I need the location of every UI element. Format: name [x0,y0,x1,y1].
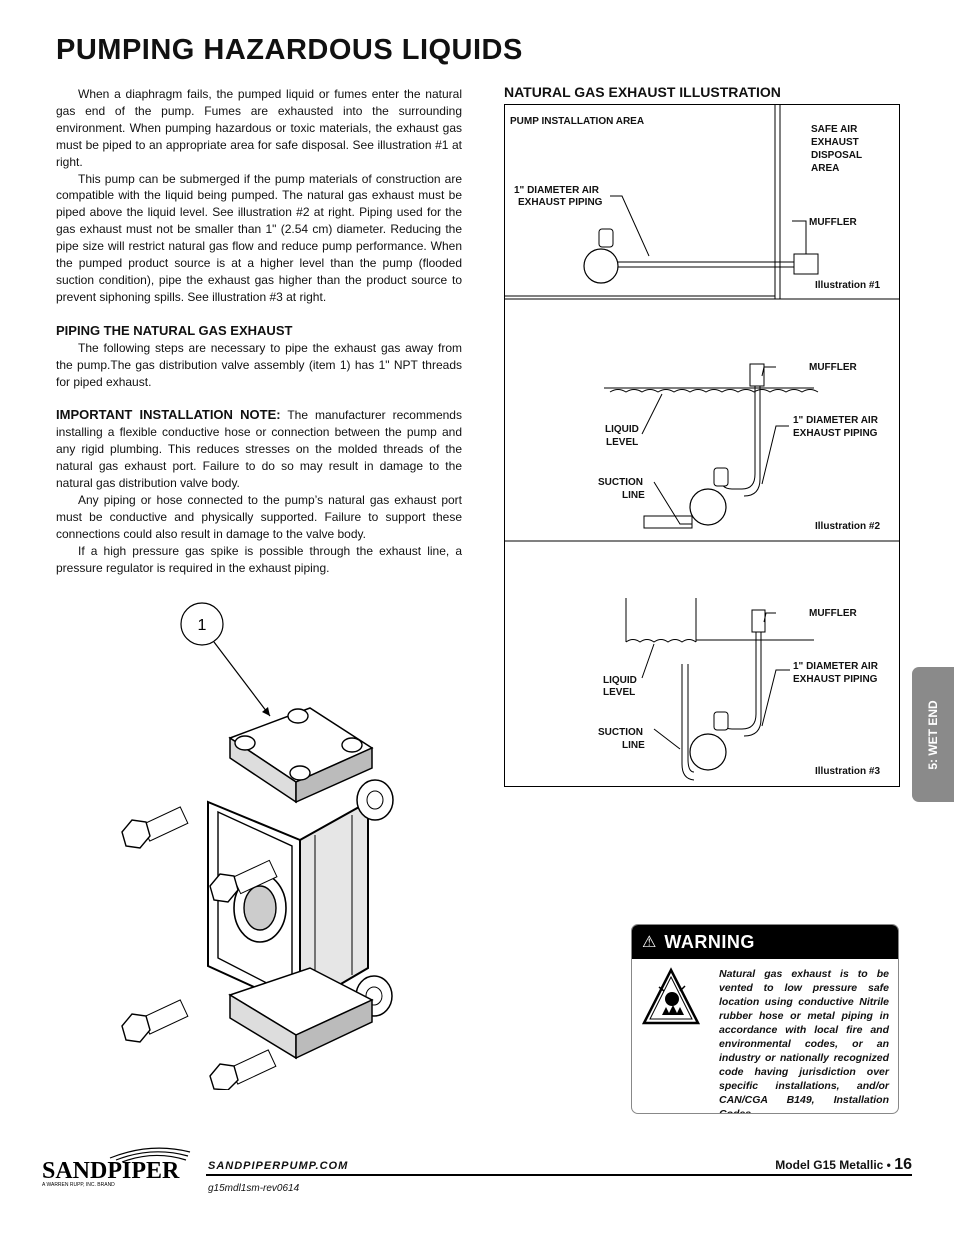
body-text-column: When a diaphragm fails, the pumped liqui… [56,86,462,576]
section-tab[interactable]: 5: WET END [912,667,954,802]
pump-icon [583,248,619,284]
warning-header: ⚠ WARNING [632,925,898,959]
bolt-middle [209,859,278,903]
label-exhaust-piping: EXHAUST PIPING [518,197,603,208]
footer-model: Model G15 Metallic • 16 [775,1156,912,1174]
paragraph-submerged: This pump can be submerged if the pump m… [56,171,462,304]
paragraph-conductive: Any piping or hose connected to the pump… [56,492,462,541]
label-pipe-diameter: 1" DIAMETER AIR [514,185,600,196]
install-note-text: The manufacturer recommends installing a… [56,408,462,491]
paragraph-steps: The following steps are necessary to pip… [56,340,462,389]
install-note-heading: IMPORTANT INSTALLATION NOTE: [56,407,281,423]
label-pipe-diameter: 1" DIAMETER AIR [793,415,879,426]
label-line: LINE [622,490,645,501]
warning-triangle-icon: ⚠ [642,934,657,951]
footer-model-text: Model G15 Metallic • [775,1158,895,1172]
illustration-3: MUFFLER 1" DIAMETER AIR EXHAUST PIPING L… [598,598,880,781]
label-muffler: MUFFLER [809,608,858,619]
exhaust-elbow [598,228,614,248]
label-suction: SUCTION [598,727,643,738]
label-liquid: LIQUID [603,675,637,686]
item-callout [180,602,224,646]
label-safe-air: SAFE AIR [811,124,858,135]
pump-icon [689,733,727,771]
explosion-hazard-icon [642,967,700,1025]
footer-revision: g15mdl1sm-rev0614 [208,1183,300,1194]
illustration-2-label: Illustration #2 [815,521,880,532]
section-tab-label: 5: WET END [926,699,940,770]
label-liquid: LIQUID [605,424,639,435]
paragraph-diaphragm-fail: When a diaphragm fails, the pumped liqui… [56,87,462,169]
illustration-3-label: Illustration #3 [815,766,880,777]
bolt-upper [121,806,189,849]
muffler-icon [793,253,819,275]
footer-rule [206,1174,912,1176]
pump-icon [689,488,727,526]
label-muffler: MUFFLER [809,217,858,228]
bolt-bottom [209,1049,277,1090]
label-exhaust-piping: EXHAUST PIPING [793,674,878,685]
page-number: 16 [894,1156,912,1173]
muffler-icon [751,609,766,633]
illustration-1: PUMP INSTALLATION AREA SAFE AIR EXHAUST … [504,104,880,299]
label-disposal: DISPOSAL [811,150,862,161]
illustration-title: NATURAL GAS EXHAUST ILLUSTRATION [504,84,781,100]
paragraph-install-note: IMPORTANT INSTALLATION NOTE: The manufac… [56,407,462,492]
label-exhaust: EXHAUST [811,137,859,148]
warning-text: Natural gas exhaust is to be vented to l… [719,968,889,1114]
label-level: LEVEL [606,437,638,448]
section-heading-piping: PIPING THE NATURAL GAS EXHAUST [56,322,293,338]
valve-assembly-drawing: 1 [121,602,394,1090]
exhaust-illustrations: PUMP INSTALLATION AREA SAFE AIR EXHAUST … [504,104,900,787]
label-area: AREA [811,163,839,174]
item-callout-number: 1 [198,617,207,634]
label-exhaust-piping: EXHAUST PIPING [793,428,878,439]
illustration-2: MUFFLER 1" DIAMETER AIR EXHAUST PIPING L… [598,362,880,532]
logo-wordmark: SANDPIPER [42,1158,180,1184]
paragraph-regulator: If a high pressure gas spike is possible… [56,543,462,575]
page-title: PUMPING HAZARDOUS LIQUIDS [56,34,523,66]
footer-website[interactable]: SANDPIPERPUMP.COM [208,1160,349,1172]
label-level: LEVEL [603,687,635,698]
logo-subtitle: A WARREN RUPP, INC. BRAND [42,1182,115,1188]
label-suction: SUCTION [598,477,643,488]
sandpiper-logo: SANDPIPER A WARREN RUPP, INC. BRAND [42,1147,191,1188]
illustration-1-label: Illustration #1 [815,280,880,291]
bolt-lower-left [121,999,189,1043]
warning-box: ⚠ WARNING Natural gas exhaust is to be v… [631,924,899,1114]
warning-title: WARNING [664,931,755,952]
label-muffler: MUFFLER [809,362,858,373]
muffler-icon [749,363,765,387]
label-pump-installation-area: PUMP INSTALLATION AREA [510,116,644,127]
label-pipe-diameter: 1" DIAMETER AIR [793,661,879,672]
label-line: LINE [622,740,645,751]
